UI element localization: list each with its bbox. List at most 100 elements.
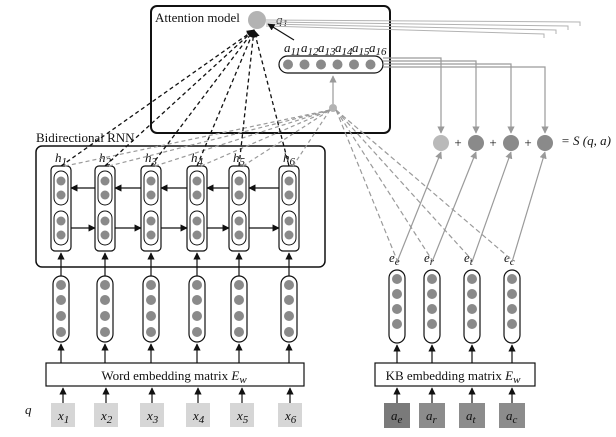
word-embedding-label: Word embedding matrix Ew <box>101 368 247 386</box>
attention-weight-nodes <box>283 59 376 70</box>
word-vector-unit <box>284 280 294 290</box>
word-vector <box>188 275 206 343</box>
word-vector-unit <box>56 280 66 290</box>
answer-vector-unit <box>467 319 477 329</box>
word-vector-unit <box>56 311 66 321</box>
answer-embedding-label: et <box>464 250 474 268</box>
input-token-label: x6 <box>284 408 297 426</box>
input-token-box <box>140 403 164 427</box>
attention-weight-label: a11 <box>284 40 301 58</box>
rnn-cell <box>278 165 300 252</box>
word-vector-unit <box>56 327 66 337</box>
hidden-state-label: h3 <box>145 150 158 168</box>
connections <box>57 19 581 403</box>
merge-link <box>108 109 331 167</box>
attention-link <box>238 29 258 167</box>
answer-vector-unit <box>507 289 517 299</box>
word-embedding-columns <box>52 275 298 343</box>
hidden-unit <box>56 190 66 200</box>
word-vector <box>52 275 70 343</box>
merge-to-answer-link <box>335 109 473 261</box>
weight-to-score-link <box>383 57 445 134</box>
word-vector-unit <box>100 295 110 305</box>
attention-link <box>104 29 255 167</box>
hidden-unit <box>192 176 202 186</box>
hidden-unit <box>146 190 156 200</box>
input-token-label: x1 <box>57 408 69 426</box>
hidden-state-label: h5 <box>233 150 246 168</box>
hidden-unit <box>100 176 110 186</box>
merge-to-answer-link <box>335 109 398 261</box>
answer-aspect-label: ac <box>506 408 518 426</box>
hidden-unit <box>100 216 110 226</box>
answer-vector <box>388 269 406 344</box>
hidden-unit <box>56 216 66 226</box>
plus-sign: + <box>524 135 531 150</box>
rnn-title: Bidirectional RNN <box>36 130 135 145</box>
word-vector <box>142 275 160 343</box>
word-vector-unit <box>100 327 110 337</box>
answer-vector-unit <box>392 274 402 284</box>
query-to-score-route <box>265 19 581 26</box>
answer-vector-unit <box>392 304 402 314</box>
word-vector <box>230 275 248 343</box>
hidden-unit <box>284 216 294 226</box>
plus-sign: + <box>489 135 496 150</box>
input-token-box <box>94 403 118 427</box>
hidden-unit <box>192 230 202 240</box>
word-vector-unit <box>146 311 156 321</box>
answer-vector-unit <box>392 289 402 299</box>
word-vector-unit <box>192 280 202 290</box>
hidden-unit <box>100 230 110 240</box>
word-vector-unit <box>284 327 294 337</box>
kb-embedding-box <box>374 362 536 387</box>
attention-weight-node <box>316 59 326 70</box>
rnn-cell <box>228 165 250 252</box>
rnn-cells: h1h2h3h4h5h6 <box>50 150 300 252</box>
attention-link <box>60 29 255 167</box>
merge-to-answer-link <box>335 109 513 261</box>
answer-vector-unit <box>427 304 437 314</box>
answer-aspect-box <box>459 403 485 428</box>
weight-to-score-link <box>383 66 549 134</box>
hidden-unit <box>192 216 202 226</box>
answer-to-score-link <box>431 151 477 263</box>
hidden-unit <box>192 190 202 200</box>
hidden-unit <box>234 216 244 226</box>
input-token-box <box>186 403 210 427</box>
rnn-cell <box>94 165 116 252</box>
answer-vector-unit <box>467 304 477 314</box>
attention-link <box>251 29 290 167</box>
hidden-unit <box>56 230 66 240</box>
attention-merge-node <box>329 104 337 112</box>
hidden-unit <box>146 216 156 226</box>
input-token-label: x4 <box>192 408 205 426</box>
answer-vector-unit <box>427 274 437 284</box>
score-node <box>468 135 484 151</box>
kb-embedding-label: KB embedding matrix Ew <box>386 368 521 386</box>
merge-to-answer-link <box>335 109 433 261</box>
answer-vector <box>463 269 481 344</box>
word-vector-unit <box>234 295 244 305</box>
answer-to-score-link <box>511 151 547 263</box>
hidden-state-label: h4 <box>191 150 204 168</box>
word-vector-unit <box>146 295 156 305</box>
query-to-score-route <box>265 21 569 30</box>
answer-vector-unit <box>467 289 477 299</box>
answer-vector <box>423 269 441 344</box>
attention-weight-node <box>349 59 359 70</box>
hidden-unit <box>146 176 156 186</box>
query-node-label: q1 <box>276 12 288 30</box>
hidden-unit <box>56 176 66 186</box>
answer-to-score-link <box>471 151 513 263</box>
rnn-cell <box>186 165 208 252</box>
attention-model-title: Attention model <box>155 10 240 25</box>
answer-vector <box>503 269 521 344</box>
input-token-label: x2 <box>100 408 113 426</box>
query-node <box>248 11 266 29</box>
answer-vector-unit <box>507 274 517 284</box>
word-vector-unit <box>234 280 244 290</box>
plus-sign: + <box>454 135 461 150</box>
answer-vector-unit <box>427 289 437 299</box>
